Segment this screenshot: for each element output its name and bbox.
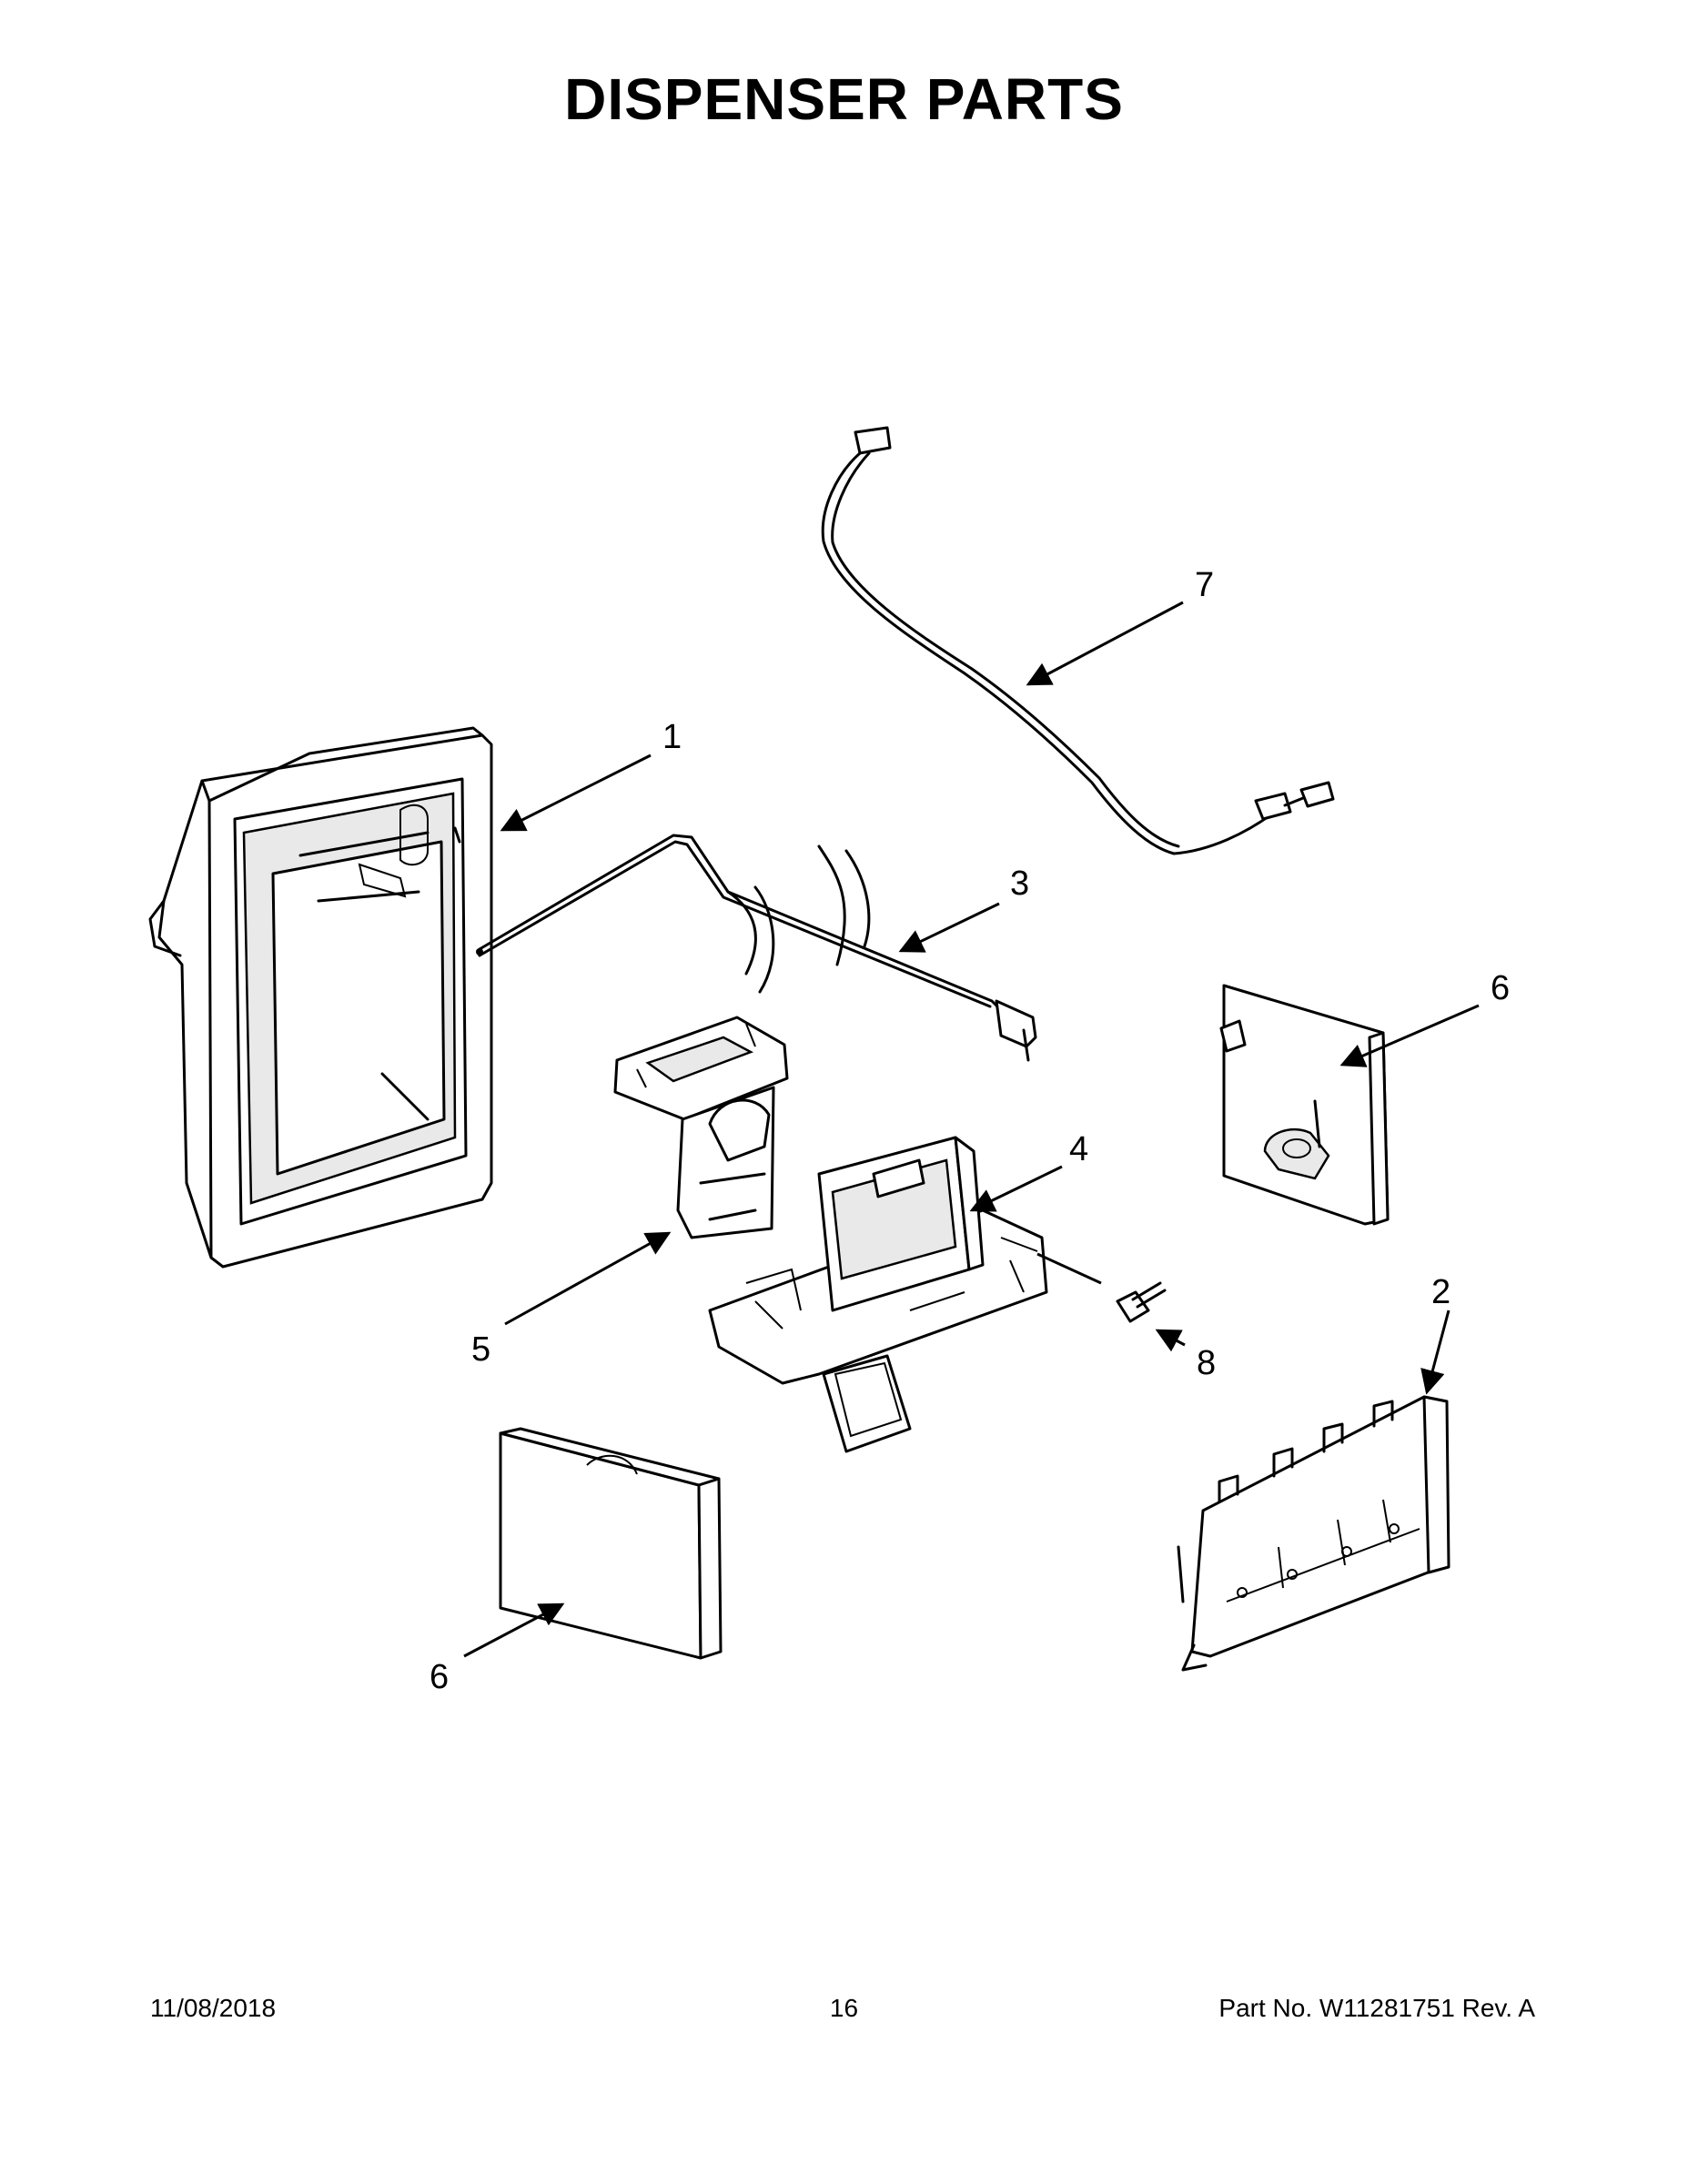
part-1-dispenser-housing — [148, 726, 493, 1269]
callout-6-upper: 6 — [1491, 969, 1510, 1007]
callout-7: 7 — [1195, 566, 1214, 604]
arrow-4 — [969, 1165, 1063, 1212]
callout-1: 1 — [662, 718, 682, 756]
callout-5: 5 — [471, 1330, 490, 1369]
arrow-6-upper — [1339, 1004, 1480, 1067]
part-6-bracket-right — [1219, 984, 1390, 1226]
arrow-3 — [898, 902, 1000, 953]
arrow-5 — [504, 1231, 672, 1326]
part-6-panel-left — [499, 1427, 723, 1660]
part-8-screw — [1116, 1281, 1167, 1323]
callout-4: 4 — [1069, 1130, 1088, 1168]
arrow-8 — [1155, 1329, 1186, 1352]
callout-3: 3 — [1010, 864, 1029, 903]
arrow-2 — [1420, 1309, 1450, 1395]
callout-2: 2 — [1431, 1273, 1450, 1311]
part-3-tube — [476, 834, 1037, 1062]
leader-8 — [1036, 1252, 1102, 1285]
part-5-actuator — [613, 1016, 789, 1239]
part-7-wire-harness — [821, 426, 1335, 855]
footer-page-number: 16 — [829, 1994, 859, 2022]
callout-6-lower: 6 — [430, 1658, 449, 1696]
part-2-control-panel — [1177, 1395, 1450, 1672]
arrow-6-lower — [463, 1603, 565, 1658]
callout-8: 8 — [1197, 1344, 1216, 1382]
page-title: DISPENSER PARTS — [564, 66, 1124, 132]
part-4-base-assembly — [708, 1136, 1048, 1453]
footer-date: 11/08/2018 — [150, 1994, 277, 2022]
callout-numbers: 1 2 3 4 5 6 6 7 8 — [430, 566, 1510, 1696]
arrow-1 — [500, 753, 652, 832]
arrow-7 — [1026, 601, 1184, 686]
footer-part-number: Part No. W11281751 Rev. A — [1218, 1994, 1535, 2022]
callout-arrows — [463, 601, 1480, 1658]
